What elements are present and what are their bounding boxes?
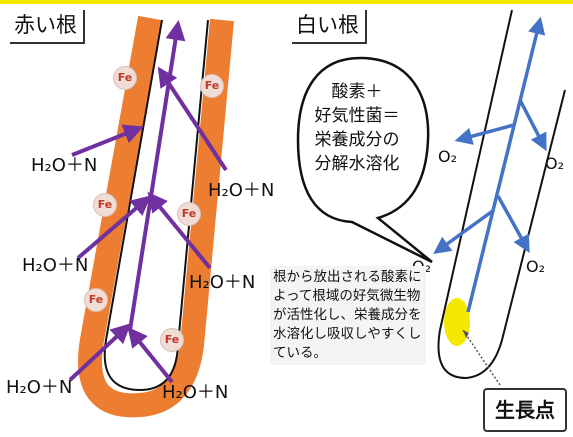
bubble-line: 分解水溶化: [314, 154, 400, 174]
inflow-arrow-3: [76, 195, 152, 260]
h2o-n-label: H₂O＋N: [6, 377, 73, 398]
inflow-arrow-4: [147, 191, 212, 270]
red-root-title: 赤い根: [10, 10, 85, 44]
main-blue-arrow: [466, 16, 546, 313]
h2o-n-label: H₂O＋N: [162, 382, 229, 403]
o2-arrow-2: [518, 99, 547, 152]
inflow-arrow-2: [157, 66, 228, 172]
h2o-n-label: H₂O＋N: [208, 180, 275, 201]
red-root-arrows: [68, 20, 228, 384]
fe-badge: Fe: [113, 66, 137, 90]
h2o-n-label: H₂O＋N: [189, 272, 256, 293]
white-root-title: 白い根: [292, 10, 367, 44]
h2o-n-label: H₂O＋N: [22, 255, 89, 276]
bubble-line: 酸素＋: [331, 82, 383, 102]
h2o-n-label: H₂O＋N: [31, 155, 98, 176]
o2-arrow-1: [454, 123, 515, 145]
bubble-line: 好気性菌＝: [314, 106, 400, 126]
o2-label: O₂: [438, 147, 458, 166]
bubble-line: 栄養成分の: [314, 130, 400, 150]
top-accent-bar: [0, 0, 573, 4]
fe-badge: Fe: [177, 202, 201, 226]
growing-point-label: 生長点: [483, 388, 567, 432]
explanation-note: 根から放出される酸素によって根域の好気微生物が活性化し、栄養成分を水溶化し吸収し…: [270, 266, 426, 365]
fe-badge: Fe: [93, 193, 117, 217]
o2-arrow-4: [496, 195, 530, 254]
white-root-arrows: [433, 16, 547, 313]
inflow-arrow-5: [68, 323, 131, 382]
o2-label: O₂: [545, 154, 565, 173]
speech-bubble: [296, 56, 433, 264]
fe-badge: Fe: [160, 328, 184, 352]
fe-badge: Fe: [200, 74, 224, 98]
growing-point-spot: [444, 298, 470, 346]
growing-point-pointer: [462, 329, 501, 386]
fe-badge: Fe: [84, 288, 108, 312]
o2-label: O₂: [526, 257, 546, 276]
white-root: [437, 9, 566, 380]
inflow-arrow-1: [71, 124, 144, 157]
speech-bubble-text: 酸素＋ 好気性菌＝ 栄養成分の 分解水溶化: [301, 80, 413, 176]
inflow-arrow-6: [127, 326, 174, 384]
o2-arrow-3: [433, 208, 496, 255]
